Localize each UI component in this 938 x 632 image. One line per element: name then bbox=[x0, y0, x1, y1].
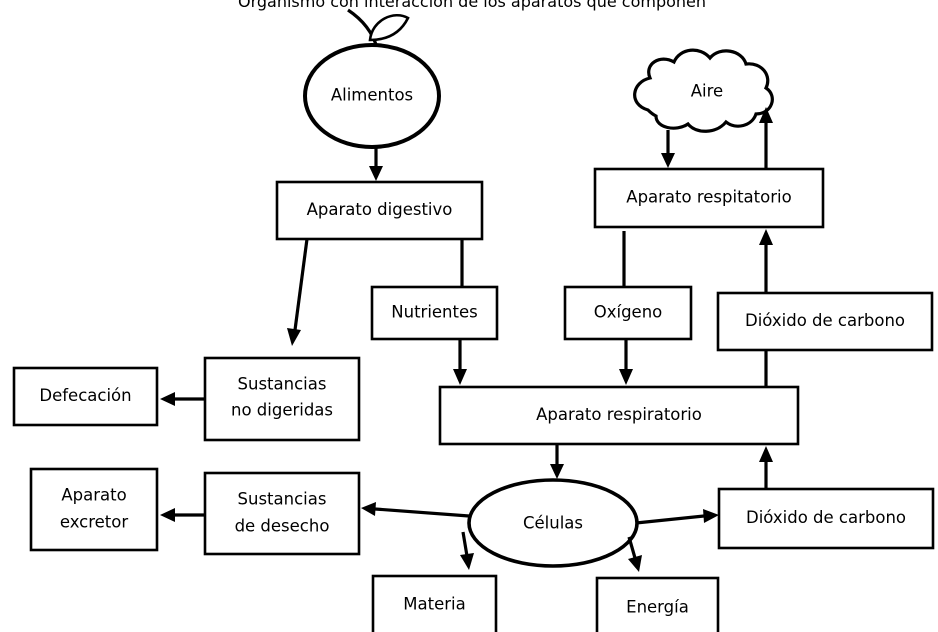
oxygen-box bbox=[563, 285, 693, 341]
cropped-header-text: Organismo con interacción de los aparato… bbox=[237, 0, 707, 11]
connectors bbox=[160, 107, 773, 572]
arrowhead-icon bbox=[619, 369, 633, 385]
apple-leaf-icon bbox=[368, 13, 410, 42]
arrowhead-icon bbox=[759, 446, 773, 462]
undigested-label-line2: no digeridas bbox=[231, 401, 333, 420]
food-label: Alimentos bbox=[331, 86, 413, 105]
nutrients-label: Nutrientes bbox=[391, 303, 477, 322]
arrowhead-icon bbox=[287, 328, 301, 346]
matter-node: Materia bbox=[371, 574, 498, 632]
respiratory-mid-label: Aparato respiratorio bbox=[536, 405, 702, 424]
matter-label: Materia bbox=[403, 595, 465, 614]
energy-node: Energía bbox=[595, 576, 720, 632]
apple-body-icon bbox=[303, 43, 441, 149]
co2-upper-label: Dióxido de carbono bbox=[745, 311, 905, 330]
respiratory-top-label: Aparato respitatorio bbox=[626, 188, 791, 207]
respiratory-mid-node: Aparato respiratorio bbox=[438, 385, 800, 446]
co2-lower-box bbox=[717, 487, 935, 550]
digestive-label: Aparato digestivo bbox=[307, 200, 453, 219]
arrow-cells-to-co2-lower bbox=[635, 514, 705, 525]
arrowhead-icon bbox=[759, 229, 773, 245]
arrowhead-icon bbox=[453, 369, 467, 385]
arrow-cells-to-energy bbox=[627, 536, 637, 559]
excretory-node: Aparato excretor bbox=[29, 467, 159, 552]
arrow-cells-to-waste bbox=[374, 507, 470, 518]
arrowhead-icon bbox=[628, 555, 642, 572]
digestive-box bbox=[275, 180, 484, 241]
nutrients-node: Nutrientes bbox=[370, 285, 499, 341]
excretory-label-line2: excretor bbox=[60, 513, 129, 532]
arrowhead-icon bbox=[160, 508, 175, 522]
arrowhead-icon bbox=[460, 553, 474, 570]
undigested-box bbox=[203, 356, 361, 442]
waste-box bbox=[203, 471, 361, 556]
defecation-label: Defecación bbox=[39, 386, 131, 405]
air-label: Aire bbox=[691, 82, 723, 101]
co2-lower-node: Dióxido de carbono bbox=[717, 487, 935, 550]
waste-label-line1: Sustancias bbox=[238, 490, 327, 509]
energy-label: Energía bbox=[626, 598, 689, 617]
co2-upper-node: Dióxido de carbono bbox=[716, 291, 934, 352]
arrowhead-icon bbox=[703, 509, 719, 523]
food-node: Alimentos bbox=[303, 8, 441, 149]
arrowhead-icon bbox=[759, 107, 773, 123]
undigested-label-line1: Sustancias bbox=[238, 375, 327, 394]
oxygen-label: Oxígeno bbox=[594, 303, 663, 322]
excretory-box bbox=[29, 467, 159, 552]
excretory-label-line1: Aparato bbox=[61, 486, 126, 505]
cells-label: Células bbox=[523, 514, 583, 533]
arrowhead-icon bbox=[160, 392, 175, 406]
arrowhead-icon bbox=[369, 166, 383, 181]
arrowhead-icon bbox=[661, 153, 675, 168]
arrowhead-icon bbox=[361, 502, 376, 516]
defecation-box bbox=[12, 366, 159, 427]
arrow-digestive-to-undigested bbox=[293, 238, 309, 331]
oxygen-node: Oxígeno bbox=[563, 285, 693, 341]
respiratory-top-node: Aparato respitatorio bbox=[593, 167, 825, 229]
undigested-node: Sustancias no digeridas bbox=[203, 356, 361, 442]
cloud-icon bbox=[633, 48, 774, 133]
respiratory-mid-box bbox=[438, 385, 800, 446]
nutrients-box bbox=[370, 285, 499, 341]
waste-label-line2: de desecho bbox=[235, 517, 330, 536]
co2-upper-box bbox=[716, 291, 934, 352]
digestive-node: Aparato digestivo bbox=[275, 180, 484, 241]
co2-lower-label: Dióxido de carbono bbox=[746, 508, 906, 527]
defecation-node: Defecación bbox=[12, 366, 159, 427]
matter-box bbox=[371, 574, 498, 632]
respiratory-top-box bbox=[593, 167, 825, 229]
air-node: Aire bbox=[633, 48, 774, 133]
arrow-cells-to-matter bbox=[461, 531, 469, 557]
arrowhead-icon bbox=[550, 464, 564, 479]
cells-node: Células bbox=[467, 478, 639, 568]
energy-box bbox=[595, 576, 720, 632]
waste-node: Sustancias de desecho bbox=[203, 471, 361, 556]
